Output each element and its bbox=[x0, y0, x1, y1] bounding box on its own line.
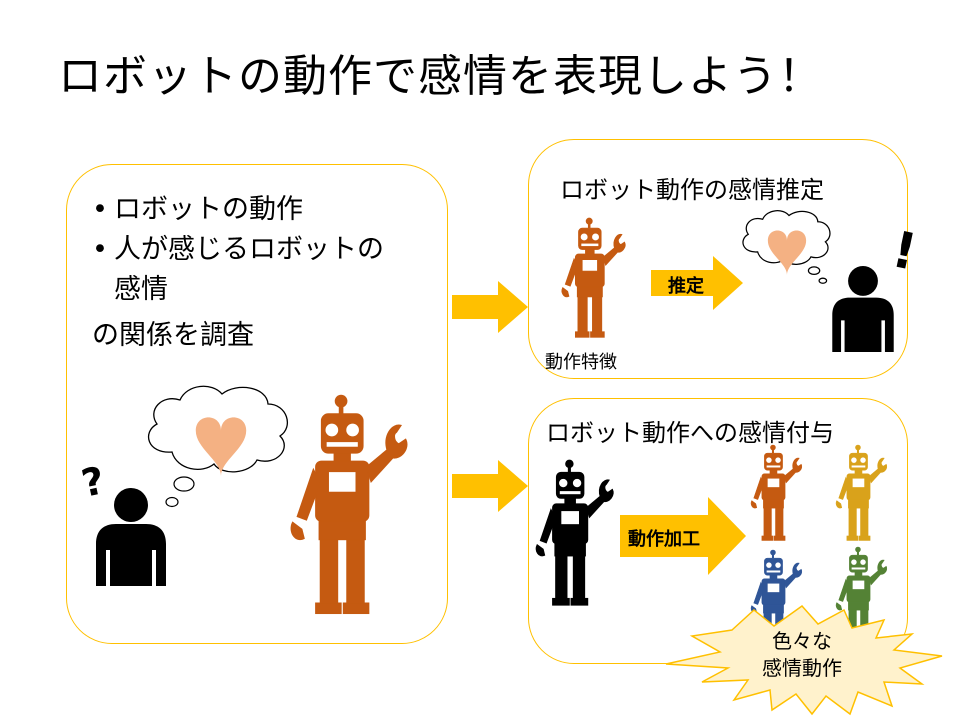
estimate-arrow-icon bbox=[651, 256, 743, 310]
bullet-dot: • bbox=[92, 234, 108, 265]
estimation-panel-title: ロボット動作の感情推定 bbox=[560, 176, 824, 204]
robot-black-icon bbox=[534, 458, 615, 607]
robot-orange-icon bbox=[288, 395, 408, 615]
research-summary: の関係を調査 bbox=[92, 320, 254, 351]
research-bullet-list: • ロボットの動作 • 人が感じるロボットの 感情 の関係を調査 bbox=[92, 190, 384, 356]
assignment-panel-title: ロボット動作への感情付与 bbox=[546, 419, 834, 447]
bullet-dot: • bbox=[92, 194, 108, 225]
estimate-label: 推定 bbox=[668, 276, 704, 297]
robot-gold-small-icon bbox=[835, 443, 888, 542]
motion-processing-label: 動作加工 bbox=[628, 529, 700, 550]
bullet-continuation: 感情 bbox=[114, 274, 168, 305]
bullet-text: ロボットの動作 bbox=[114, 194, 303, 225]
right-arrow-icon bbox=[452, 460, 528, 512]
heart-icon bbox=[195, 417, 247, 476]
bullet-text: 人が感じるロボットの bbox=[114, 234, 384, 265]
bullet-item: • 人が感じるロボットの bbox=[92, 230, 384, 270]
slide-title: ロボットの動作で感情を表現しよう！ bbox=[58, 51, 823, 102]
person-icon bbox=[832, 266, 894, 352]
motion-processing-arrow-icon bbox=[620, 497, 746, 575]
right-arrow-icon bbox=[452, 281, 528, 333]
burst-line: 色々な bbox=[772, 629, 832, 653]
starburst-callout-icon bbox=[665, 604, 943, 716]
motion-features-caption: 動作特徴 bbox=[545, 352, 617, 373]
bullet-item: • ロボットの動作 bbox=[92, 190, 384, 230]
robot-orange-icon bbox=[560, 216, 627, 339]
thought-cloud-icon bbox=[147, 385, 289, 508]
heart-icon bbox=[767, 230, 807, 275]
burst-line: 感情動作 bbox=[762, 656, 842, 680]
thought-cloud-icon bbox=[742, 210, 831, 284]
robot-orange-small-icon bbox=[750, 443, 803, 542]
person-icon bbox=[96, 488, 166, 586]
various-emotion-motions-label: 色々な 感情動作 bbox=[742, 628, 862, 682]
